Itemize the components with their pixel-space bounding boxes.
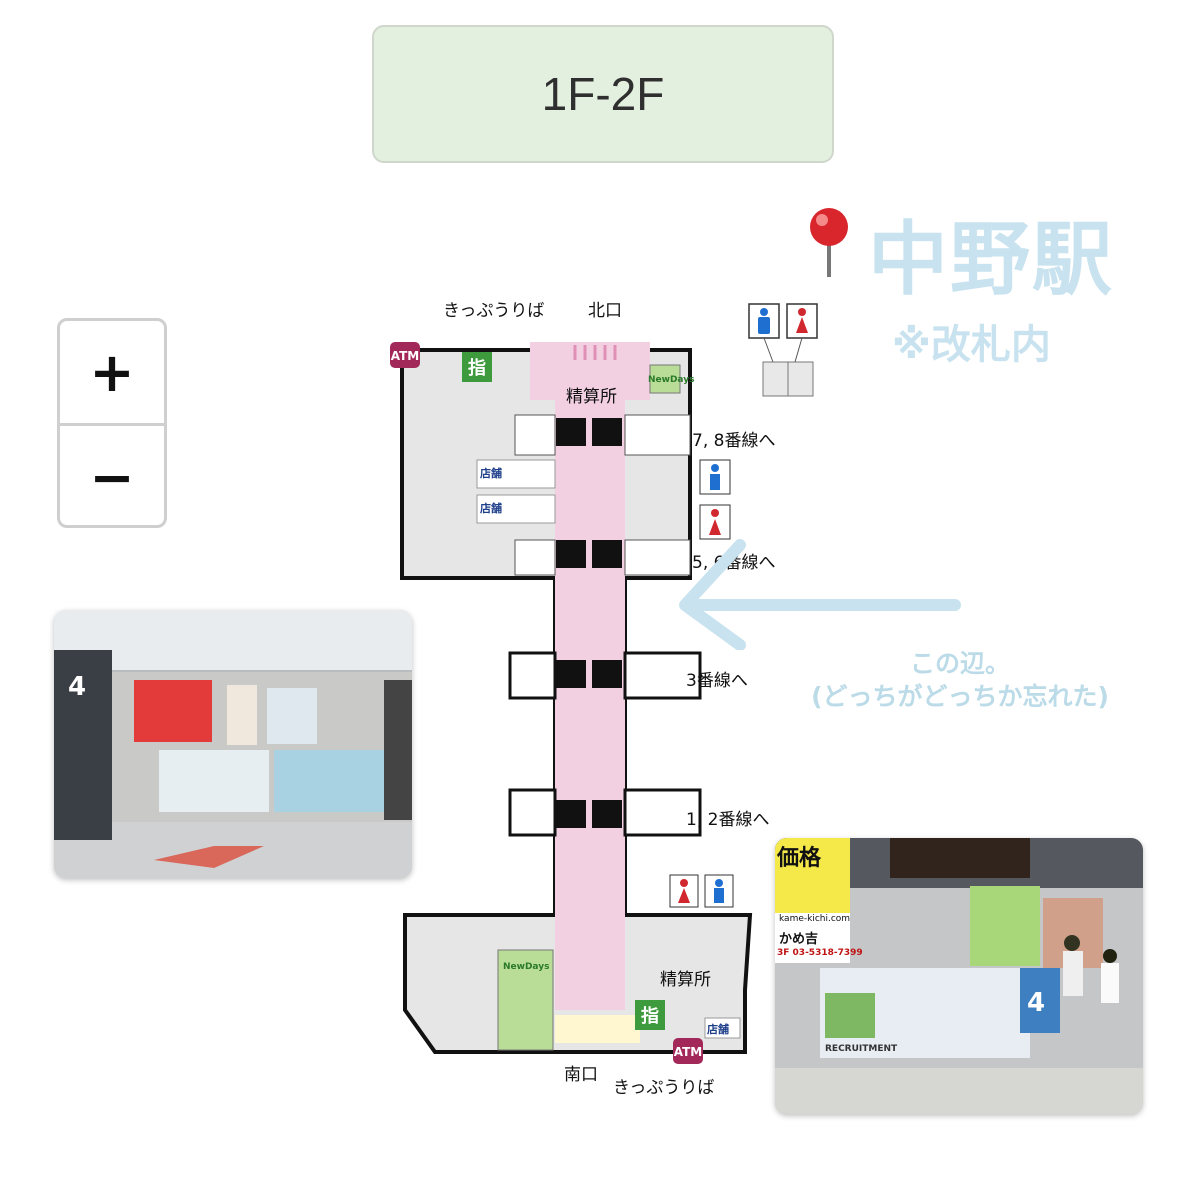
map-pin-icon (810, 208, 848, 277)
ticket-area-south-label: きっぷうりば (613, 1078, 715, 1098)
photo-left: 4 (54, 610, 412, 878)
plus-icon: + (89, 340, 135, 404)
atm-north-icon (390, 342, 420, 368)
atm-south-icon (673, 1038, 703, 1064)
ad-site: kame-kichi.com (779, 914, 851, 924)
annotation-note: この辺。 (どっちがどっちか忘れた) (760, 648, 1160, 713)
platform-3-label: 3番線へ (686, 671, 748, 691)
station-name: 中野駅 (868, 213, 1114, 306)
fare-adjust-north-label: 精算所 (566, 387, 617, 407)
gate-note: ※改札内 (892, 322, 1051, 368)
reserved-label: 指 (468, 357, 486, 379)
newdays-south-label: NewDays (503, 962, 550, 972)
floor-selector-button[interactable]: 1F-2F (372, 25, 834, 163)
shop-1-label: 店舗 (480, 467, 502, 480)
newdays-north-label: NewDays (648, 375, 695, 385)
zoom-control: + − (57, 318, 167, 528)
male-icon (758, 308, 770, 334)
annotation-line-1: この辺。 (909, 649, 1010, 678)
north-exit-label: 北口 (588, 301, 622, 321)
minus-icon: − (89, 445, 135, 509)
photo-left-scene (54, 610, 412, 878)
reserved-seat-icon (462, 352, 492, 382)
ad-shop: かめ吉 (779, 932, 819, 947)
fare-adjust-south-label: 精算所 (660, 970, 711, 990)
atm-north-label: ATM (391, 349, 419, 363)
platform-78-label: 7, 8番線へ (692, 431, 776, 451)
ad-headline: 価格 (777, 846, 822, 871)
south-exit-label: 南口 (564, 1065, 598, 1085)
platform-number-sign: 4 (68, 672, 87, 702)
shop-3-label: 店舗 (707, 1023, 729, 1036)
floor-label: 1F-2F (541, 68, 665, 120)
annotation-line-2: (どっちがどっちか忘れた) (811, 681, 1109, 711)
newdays-south (497, 949, 554, 1051)
zoom-out-button[interactable]: − (60, 426, 164, 528)
reserved-south-label: 指 (641, 1005, 659, 1027)
photo-right: 価格 kame-kichi.com かめ吉 3F 03-5318-7399 RE… (775, 838, 1143, 1114)
ad-phone: 3F 03-5318-7399 (777, 948, 863, 958)
zoom-in-button[interactable]: + (60, 321, 164, 426)
arrow-icon (679, 539, 961, 650)
platform-12-label: 1, 2番線へ (686, 810, 770, 830)
female-icon (796, 308, 808, 333)
reserved-seat-south-icon (635, 1000, 665, 1030)
atm-south-label: ATM (674, 1045, 702, 1059)
platform-sign: 4 (1027, 988, 1046, 1018)
shop-2-label: 店舗 (480, 502, 502, 515)
ad-recruit: RECRUITMENT (825, 1044, 898, 1054)
floor-map: ATM 指 ATM 指 (390, 342, 753, 1064)
ticket-area-north-label: きっぷうりば (443, 301, 545, 321)
north-gate (573, 345, 617, 360)
restroom-legend (748, 303, 818, 397)
photo-right-scene (775, 838, 1143, 1114)
